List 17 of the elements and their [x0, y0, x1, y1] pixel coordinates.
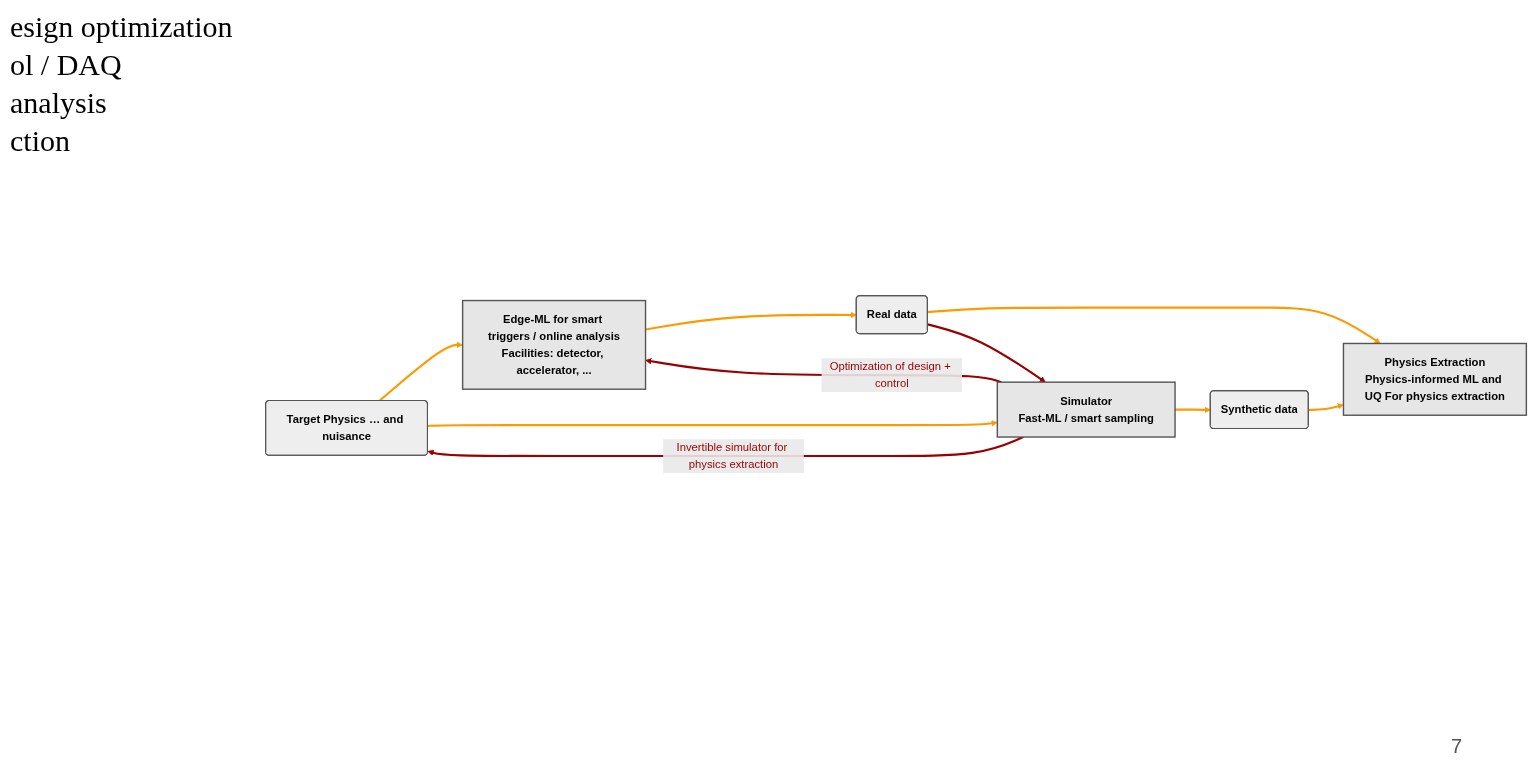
arrow: [427, 420, 998, 427]
edge-label: Optimization of design + control: [829, 360, 951, 389]
node-box: Simulator Fast-ML / smart sampling: [996, 381, 1176, 438]
slide-text: esign optimization: [10, 10, 234, 44]
slide-text: ction: [10, 124, 71, 158]
node-box: Edge-ML for smart triggers / online analysis Facilities: detector, accelerator, ...: [461, 299, 647, 390]
node-box: Physics Extraction Physics-informed ML and UQ For physics extraction: [1342, 342, 1528, 416]
edge-label: Invertible simulator for physics extraction: [676, 440, 788, 470]
arrow: [378, 341, 463, 402]
arrow: [927, 306, 1381, 344]
slide-text: ol / DAQ: [10, 48, 123, 82]
slide-text: analysis: [10, 86, 108, 120]
arrow: [1308, 402, 1344, 411]
arrow: [645, 311, 857, 331]
arrow: [927, 323, 1046, 383]
page-number: 7: [1450, 735, 1462, 758]
arrow: [1175, 406, 1211, 413]
